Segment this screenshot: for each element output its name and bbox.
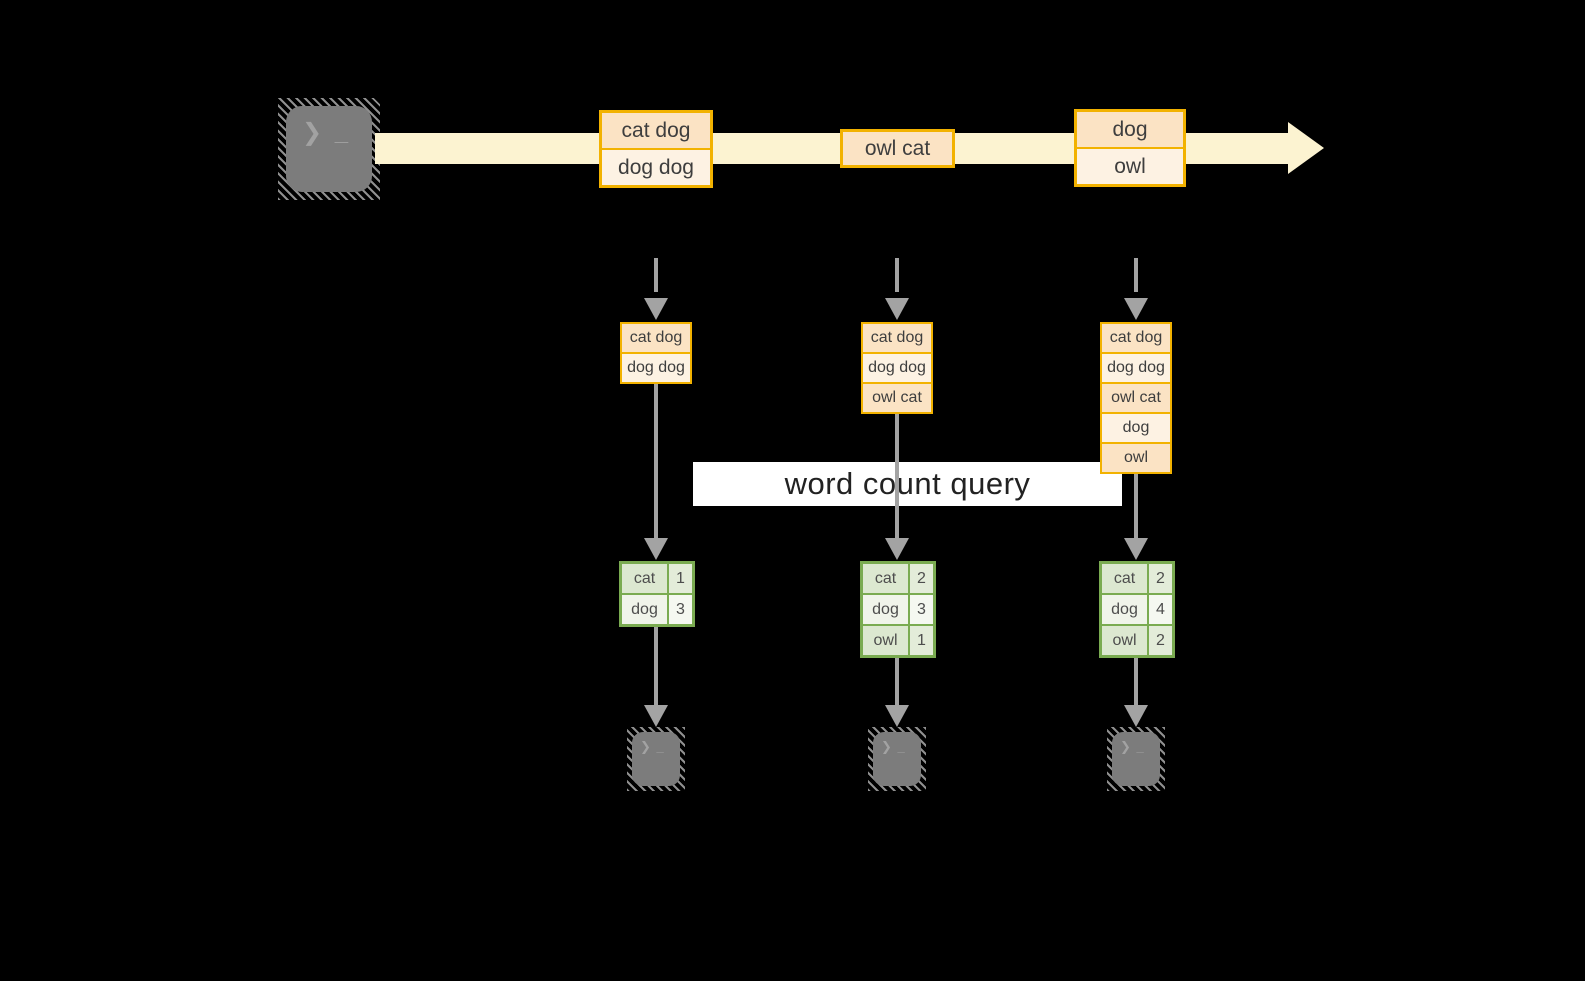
down-arrowhead-icon (644, 705, 668, 727)
output-terminal-icon: ❯ _ (1107, 727, 1165, 791)
terminal-prompt-icon: ❯ _ (632, 732, 680, 786)
word-cell: cat (1102, 564, 1147, 593)
state-item: dog dog (622, 352, 690, 382)
stream-arrowhead-icon (1288, 122, 1324, 174)
count-cell: 3 (669, 595, 692, 624)
dashed-down-arrow-icon (1124, 258, 1148, 320)
table-row: cat 2 (863, 564, 933, 593)
word-cell: owl (1102, 626, 1147, 655)
count-table-1: cat 1 dog 3 (619, 561, 695, 627)
count-cell: 2 (1149, 564, 1172, 593)
down-arrow-line (1134, 474, 1138, 538)
table-row: owl 2 (1102, 626, 1172, 655)
state-item: cat dog (863, 324, 931, 352)
query-label: word count query (784, 466, 1031, 501)
state-item: cat dog (622, 324, 690, 352)
count-table-3: cat 2 dog 4 owl 2 (1099, 561, 1175, 658)
down-arrow-line (654, 384, 658, 538)
batch-item: owl cat (843, 132, 952, 165)
count-cell: 4 (1149, 595, 1172, 624)
down-arrowhead-icon (885, 538, 909, 560)
stream-batch-3: dog owl (1074, 109, 1186, 187)
state-stack-2: cat dog dog dog owl cat (861, 322, 933, 414)
count-cell: 1 (910, 626, 933, 655)
count-cell: 3 (910, 595, 933, 624)
state-stack-3: cat dog dog dog owl cat dog owl (1100, 322, 1172, 474)
word-cell: dog (1102, 595, 1147, 624)
table-row: dog 3 (622, 595, 692, 624)
stream-batch-2: owl cat (840, 129, 955, 168)
down-arrow-line (895, 414, 899, 538)
dashed-down-arrow-icon (644, 258, 668, 320)
query-label-band: word count query (693, 462, 1122, 506)
table-row: owl 1 (863, 626, 933, 655)
stream-batch-1: cat dog dog dog (599, 110, 713, 188)
word-cell: dog (863, 595, 908, 624)
state-item: owl cat (1102, 382, 1170, 412)
state-item: dog (1102, 412, 1170, 442)
table-row: cat 2 (1102, 564, 1172, 593)
word-cell: cat (622, 564, 667, 593)
state-item: dog dog (1102, 352, 1170, 382)
state-item: owl cat (863, 382, 931, 412)
state-item: cat dog (1102, 324, 1170, 352)
count-cell: 2 (1149, 626, 1172, 655)
count-cell: 2 (910, 564, 933, 593)
down-arrow-line (895, 658, 899, 705)
down-arrowhead-icon (1124, 538, 1148, 560)
batch-item: cat dog (602, 113, 710, 148)
dashed-down-arrow-icon (885, 258, 909, 320)
down-arrow-line (654, 627, 658, 705)
output-terminal-icon: ❯ _ (627, 727, 685, 791)
batch-item: owl (1077, 147, 1183, 184)
source-terminal-icon: ❯ _ (278, 98, 380, 200)
batch-item: dog (1077, 112, 1183, 147)
state-item: dog dog (863, 352, 931, 382)
table-row: dog 3 (863, 595, 933, 624)
count-cell: 1 (669, 564, 692, 593)
state-item: owl (1102, 442, 1170, 472)
output-terminal-icon: ❯ _ (868, 727, 926, 791)
terminal-prompt-icon: ❯ _ (286, 106, 372, 192)
down-arrowhead-icon (885, 705, 909, 727)
word-cell: cat (863, 564, 908, 593)
terminal-prompt-icon: ❯ _ (1112, 732, 1160, 786)
down-arrowhead-icon (1124, 705, 1148, 727)
table-row: dog 4 (1102, 595, 1172, 624)
terminal-prompt-icon: ❯ _ (873, 732, 921, 786)
batch-item: dog dog (602, 148, 710, 185)
word-cell: owl (863, 626, 908, 655)
down-arrowhead-icon (644, 538, 668, 560)
state-stack-1: cat dog dog dog (620, 322, 692, 384)
count-table-2: cat 2 dog 3 owl 1 (860, 561, 936, 658)
down-arrow-line (1134, 658, 1138, 705)
table-row: cat 1 (622, 564, 692, 593)
word-cell: dog (622, 595, 667, 624)
